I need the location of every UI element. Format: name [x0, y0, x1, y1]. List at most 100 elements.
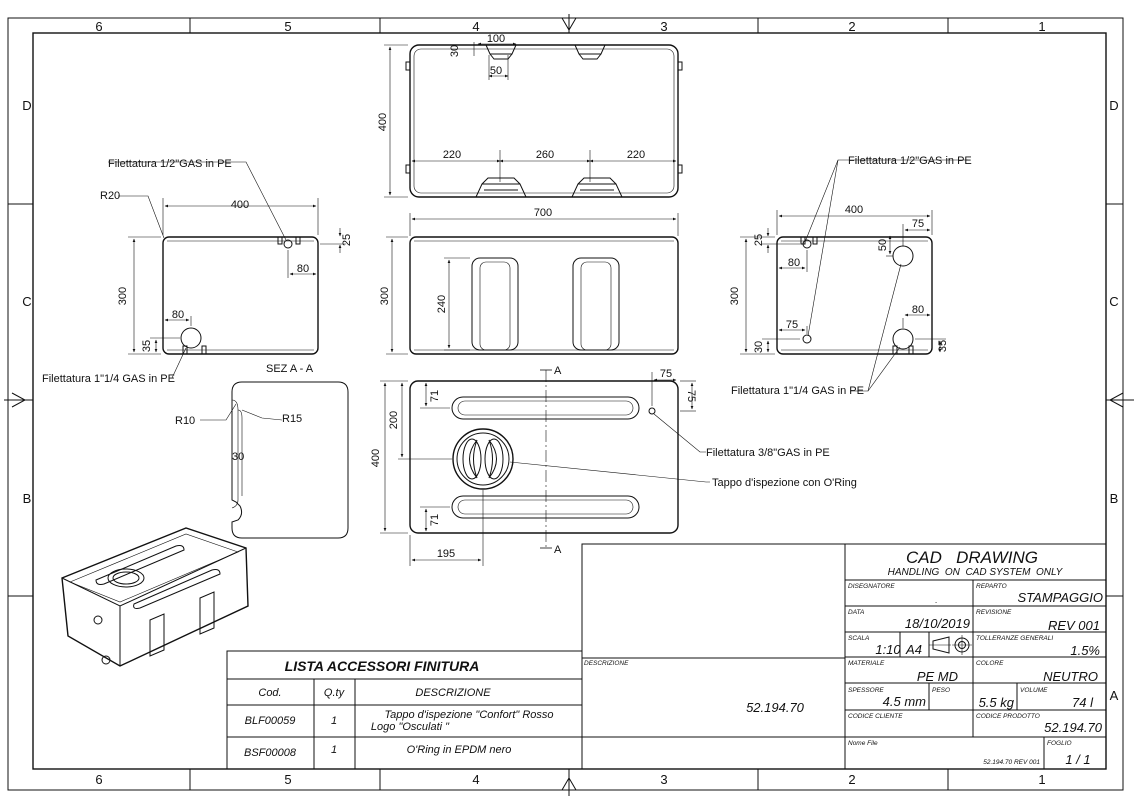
- section-a-a: [200, 381, 349, 539]
- dim-label: 75: [786, 319, 798, 331]
- field-label: DESCRIZIONE: [584, 660, 629, 667]
- col-label: 1: [1038, 19, 1045, 34]
- row-label: C: [22, 294, 31, 309]
- field-value: 4.5 mm: [883, 694, 927, 709]
- top-view: [384, 42, 683, 198]
- row-label: C: [1109, 294, 1118, 309]
- row-label: B: [23, 491, 32, 506]
- title-subheading: HANDLING ON CAD SYSTEM ONLY: [888, 567, 1064, 578]
- field-label: Nome File: [848, 740, 878, 747]
- dim-label: 400: [370, 449, 382, 467]
- dim-label: 50: [877, 239, 889, 251]
- callout-label: Filettatura 1"1/4 GAS in PE: [42, 373, 175, 385]
- field-label: SPESSORE: [848, 687, 884, 694]
- callout-label: R10: [175, 415, 195, 427]
- col-label: 2: [848, 772, 855, 787]
- field-value: 18/10/2019: [905, 616, 970, 631]
- dim-label: 195: [437, 548, 455, 560]
- field-value: 1 / 1: [1065, 752, 1090, 767]
- callout-label: R15: [282, 413, 302, 425]
- dim-label: 300: [379, 287, 391, 305]
- dim-label: 30: [449, 45, 461, 57]
- field-label: REPARTO: [976, 583, 1007, 590]
- callout-label: Filettatura 1"1/4 GAS in PE: [731, 385, 864, 397]
- dim-label: 80: [912, 304, 924, 316]
- field-label: REVISIONE: [976, 609, 1012, 616]
- dim-label: 80: [172, 309, 184, 321]
- dim-label: 80: [788, 257, 800, 269]
- field-value: NEUTRO: [1043, 669, 1098, 684]
- isometric-view: [61, 527, 249, 667]
- field-label: FOGLIO: [1047, 740, 1072, 747]
- dim-label: 700: [534, 207, 552, 219]
- table-header: Q.ty: [324, 687, 346, 699]
- row-label: A: [1110, 688, 1119, 703]
- field-label: SCALA: [848, 635, 869, 642]
- col-label: 3: [660, 19, 667, 34]
- row-label: D: [22, 98, 31, 113]
- col-label: 1: [1038, 772, 1045, 787]
- section-title: SEZ A - A: [266, 363, 314, 375]
- dim-label: 260: [536, 149, 554, 161]
- left-side-view: [108, 161, 346, 379]
- dim-label: 35: [937, 340, 949, 352]
- dim-label: 75: [912, 218, 924, 230]
- front-view: [386, 213, 679, 355]
- right-side-view: [740, 159, 968, 392]
- col-label: 5: [284, 19, 291, 34]
- callout-label: Filettatura 1/2"GAS in PE: [108, 158, 232, 170]
- dim-label: 240: [436, 295, 448, 313]
- table-header: DESCRIZIONE: [415, 687, 491, 699]
- dim-label: 200: [388, 411, 400, 429]
- field-label: DISEGNATORE: [848, 583, 895, 590]
- field-label: CODICE CLIENTE: [848, 713, 903, 720]
- field-value: REV 001: [1048, 618, 1100, 633]
- col-label: 5: [284, 772, 291, 787]
- col-label: 2: [848, 19, 855, 34]
- dim-label: 400: [231, 199, 249, 211]
- table-cell: Logo "Osculati ": [371, 721, 450, 733]
- dim-label: 25: [753, 234, 765, 246]
- field-label: COLORE: [976, 660, 1004, 667]
- col-label: 6: [95, 772, 102, 787]
- table-cell: O'Ring in EPDM nero: [407, 744, 512, 756]
- accessories-table: [226, 650, 583, 770]
- callout-label: Tappo d'ispezione con O'Ring: [712, 477, 857, 489]
- dim-label: 220: [443, 149, 461, 161]
- dim-label: 300: [729, 287, 741, 305]
- table-header: Cod.: [258, 687, 281, 699]
- field-value: 5.5 kg: [979, 695, 1015, 710]
- dim-label: 75: [660, 368, 672, 380]
- border-labels: 6 5 4 3 2 1 6 5 4 3 2 1 D C B D C B A: [22, 19, 1118, 787]
- field-label: VOLUME: [1020, 687, 1048, 694]
- field-value: 1:10: [875, 642, 901, 657]
- field-value: A4: [905, 642, 922, 657]
- table-cell: BLF00059: [245, 715, 296, 727]
- field-label: TOLLERANZE GENERALI: [976, 635, 1053, 642]
- field-value: 1.5%: [1070, 643, 1100, 658]
- callout-label: Filettatura 3/8"GAS in PE: [706, 447, 830, 459]
- section-mark: A: [554, 544, 562, 556]
- dim-label: 25: [341, 234, 353, 246]
- field-label: CODICE PRODOTTO: [976, 713, 1040, 720]
- field-value: -: [935, 600, 937, 606]
- col-label: 4: [472, 19, 479, 34]
- row-label: B: [1110, 491, 1119, 506]
- callout-label: Filettatura 1/2"GAS in PE: [848, 155, 972, 167]
- table-cell: Tappo d'ispezione "Confort" Rosso: [384, 709, 553, 721]
- dim-label: 71: [429, 514, 441, 526]
- col-label: 6: [95, 19, 102, 34]
- field-value: 52.194.70: [1044, 720, 1103, 735]
- dim-label: 100: [487, 33, 505, 45]
- dim-label: 300: [117, 287, 129, 305]
- dim-label: 80: [297, 263, 309, 275]
- dim-label: 220: [627, 149, 645, 161]
- plan-view: [380, 369, 710, 566]
- dim-label: 75: [685, 390, 697, 402]
- col-label: 4: [472, 772, 479, 787]
- field-value: 74 l: [1072, 695, 1094, 710]
- dim-label: 50: [490, 65, 502, 77]
- dim-label: 30: [753, 341, 765, 353]
- accessories-title: LISTA ACCESSORI FINITURA: [285, 658, 480, 674]
- descrizione-value: 52.194.70: [746, 700, 805, 715]
